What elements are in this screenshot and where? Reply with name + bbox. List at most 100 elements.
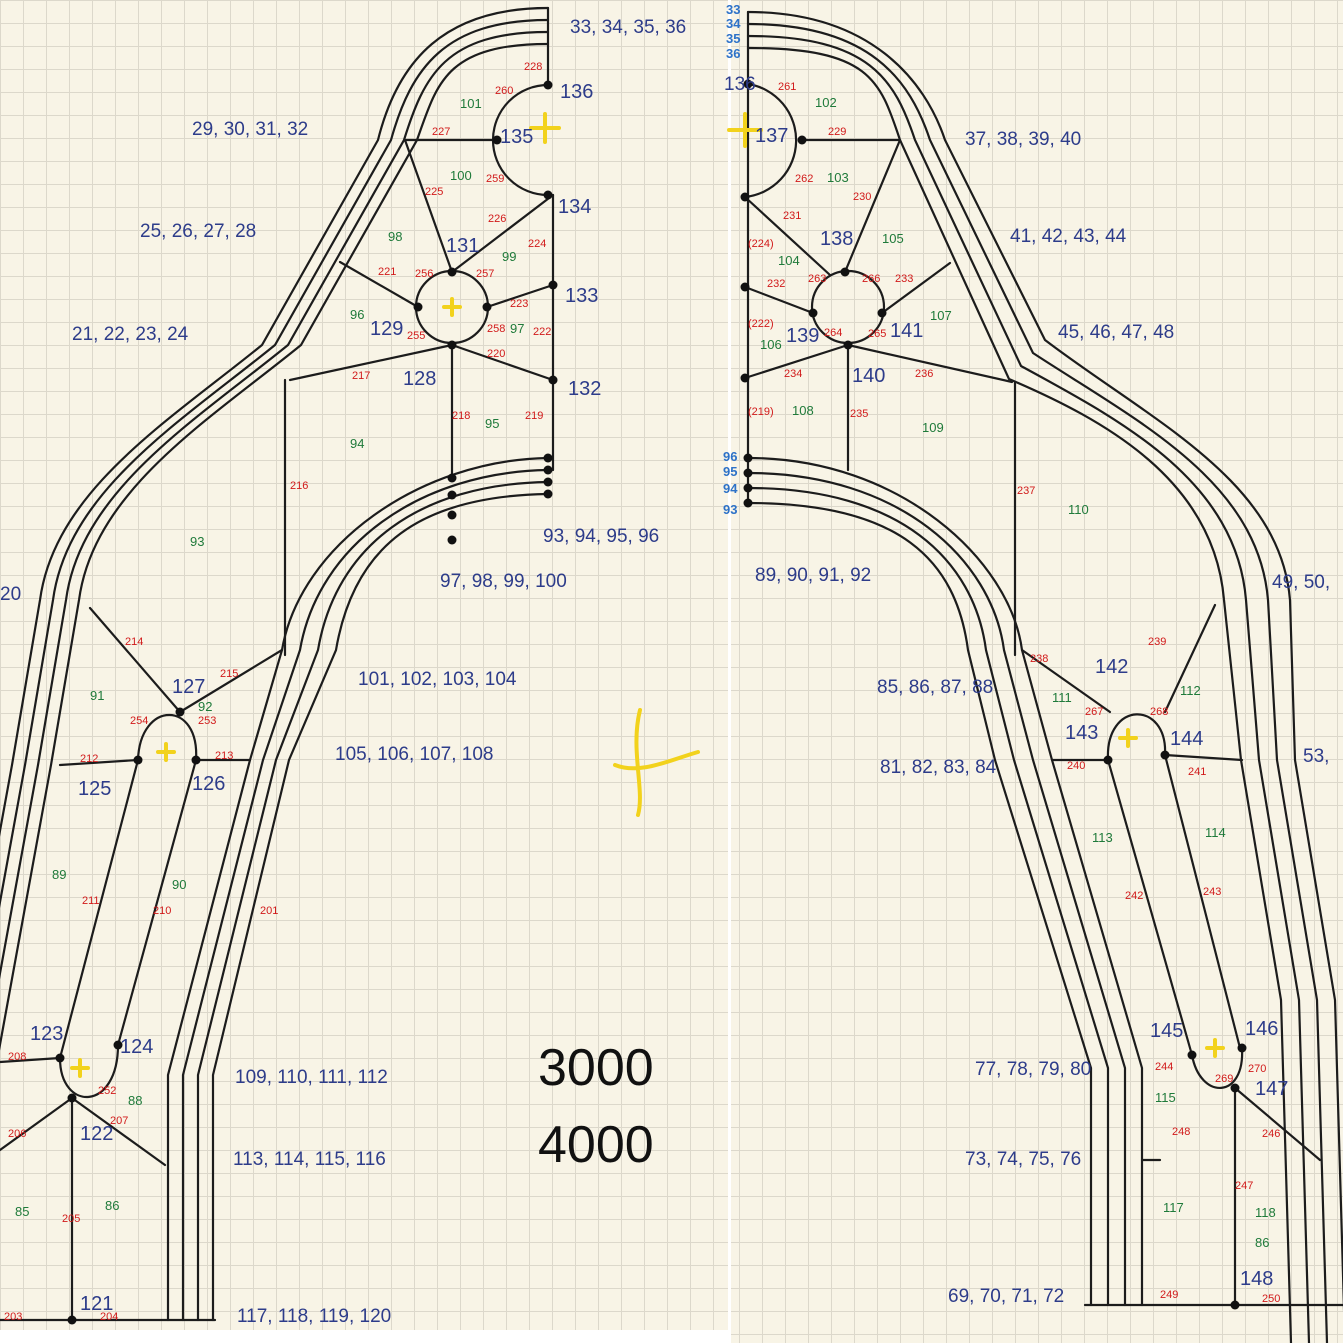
region-number: 117 (1163, 1200, 1184, 1215)
mesh-node-dot (543, 489, 553, 499)
edge-number: 227 (432, 126, 450, 138)
mesh-edge (1020, 648, 1112, 714)
mesh-edge (743, 82, 798, 199)
edge-number: 224 (528, 238, 546, 250)
mesh-node-dot (447, 510, 457, 520)
edge-number: 264 (824, 327, 842, 339)
mesh-node-dot (447, 490, 457, 500)
node-label: 138 (820, 228, 853, 250)
node-group-label: 101, 102, 103, 104 (358, 669, 517, 690)
edge-number: 260 (495, 85, 513, 97)
node-label: 123 (30, 1023, 63, 1045)
edge-number: 269 (1215, 1073, 1233, 1085)
mesh-edge (485, 283, 555, 309)
inner-arch-curve (746, 456, 1144, 1307)
mesh-edge (450, 193, 555, 274)
region-number: 89 (52, 867, 66, 882)
region-number: 86 (1255, 1235, 1269, 1250)
node-group-label: 136 (724, 74, 756, 95)
mesh-node-dot (447, 340, 457, 350)
mesh-node-dot (413, 302, 423, 312)
node-label: 135 (500, 126, 533, 148)
node-group-label: 25, 26, 27, 28 (140, 221, 256, 242)
mesh-edge (116, 758, 198, 1047)
mesh-edge (58, 1043, 120, 1098)
node-group-label: 34 (726, 16, 741, 31)
inner-arch-curve (746, 501, 1093, 1307)
edge-number: 226 (488, 213, 506, 225)
mesh-edge (136, 713, 198, 762)
node-group-label: 41, 42, 43, 44 (1010, 226, 1127, 247)
edge-number: (219) (748, 406, 774, 418)
mesh-edge (0, 1056, 62, 1064)
edge-number: 215 (220, 668, 238, 680)
mesh-node-dot (1187, 1050, 1197, 1060)
region-number: 86 (105, 1198, 119, 1213)
node-label: 132 (568, 378, 601, 400)
edge-number: 201 (260, 905, 278, 917)
node-group-label: 33 (726, 2, 740, 17)
node-label: 141 (890, 320, 923, 342)
node-label: 145 (1150, 1020, 1183, 1042)
edge-number: 219 (525, 410, 543, 422)
node-group-label: 96 (723, 449, 737, 464)
mesh-node-dot (543, 190, 553, 200)
mesh-node-dot (740, 282, 750, 292)
center-cross-icon (1205, 1038, 1225, 1058)
mesh-node-dot (743, 498, 753, 508)
mesh-node-dot (743, 468, 753, 478)
node-label: 129 (370, 318, 403, 340)
node-group-label: 85, 86, 87, 88 (877, 677, 993, 698)
edge-number: 223 (510, 298, 528, 310)
node-group-label: 109, 110, 111, 112 (235, 1067, 388, 1088)
mesh-node-dot (1230, 1300, 1240, 1310)
node-group-label: 20 (0, 584, 21, 605)
mesh-node-dot (1103, 755, 1113, 765)
edge-number: 263 (808, 273, 826, 285)
mesh-node-dot (740, 192, 750, 202)
node-group-label: 113, 114, 115, 116 (233, 1149, 386, 1170)
edge-number: 250 (1262, 1293, 1280, 1305)
edge-number: 205 (62, 1213, 80, 1225)
region-number: 113 (1092, 830, 1113, 845)
edge-number: 203 (4, 1311, 22, 1323)
edge-number: 262 (795, 173, 813, 185)
edge-number: 228 (524, 61, 542, 73)
mesh-node-dot (447, 473, 457, 483)
mesh-node-dot (877, 308, 887, 318)
edge-number: 210 (153, 905, 171, 917)
mesh-node-dot (1230, 1083, 1240, 1093)
edge-number: 239 (1148, 636, 1166, 648)
edge-number: 230 (853, 191, 871, 203)
mesh-edge (1163, 753, 1244, 762)
node-group-label: 93, 94, 95, 96 (543, 526, 659, 547)
right-grid-sheet (731, 0, 1343, 1343)
mesh-node-dot (133, 755, 143, 765)
left-grid-sheet (0, 0, 728, 1330)
edge-number: 255 (407, 330, 425, 342)
mesh-lines (0, 6, 1343, 1343)
edge-number: 268 (1150, 706, 1168, 718)
node-label: 143 (1065, 722, 1098, 744)
mesh-edge (880, 261, 952, 315)
node-group-label: 33, 34, 35, 36 (570, 17, 686, 38)
node-group-label: 89, 90, 91, 92 (755, 565, 871, 586)
outer-arch-curve (0, 30, 550, 980)
center-cross-icon (529, 112, 561, 144)
edge-number: 231 (783, 210, 801, 222)
node-group-label: 35 (726, 31, 740, 46)
edge-number: 229 (828, 126, 846, 138)
region-number: 98 (388, 229, 402, 244)
edge-number: 211 (82, 895, 100, 907)
edge-number: 237 (1017, 485, 1035, 497)
node-label: 124 (120, 1036, 153, 1058)
mesh-edge (743, 343, 850, 380)
edge-number: 240 (1067, 760, 1085, 772)
edge-number: 218 (452, 410, 470, 422)
edge-number: 212 (80, 753, 98, 765)
mesh-node-dot (175, 707, 185, 717)
mesh-node-dot (1237, 1043, 1247, 1053)
region-number: 108 (792, 403, 814, 418)
